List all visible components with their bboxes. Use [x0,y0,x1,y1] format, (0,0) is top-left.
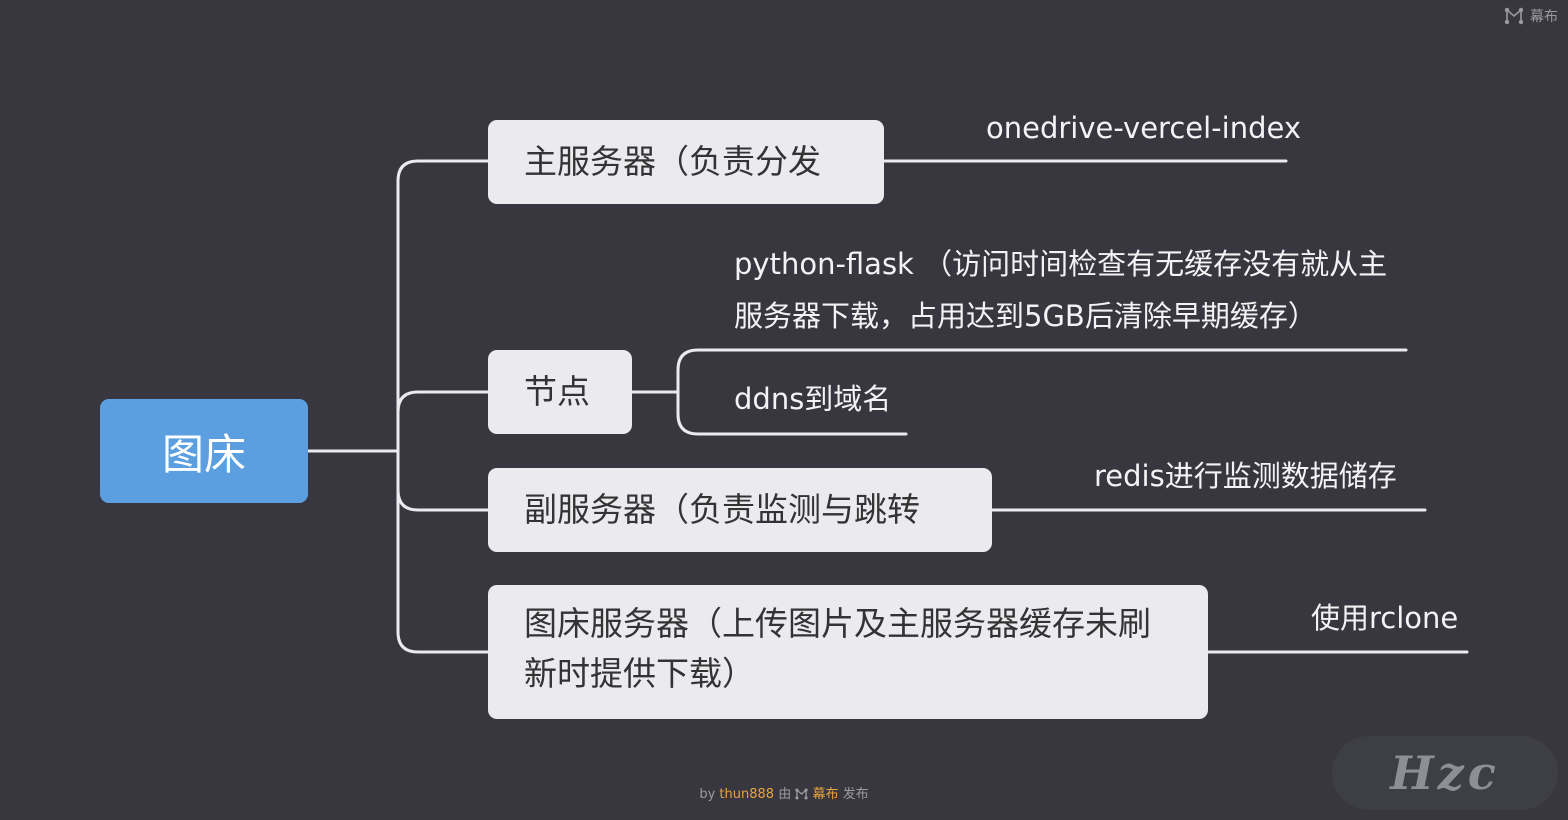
watermark-signature: Hzc [1332,736,1558,810]
footer-via: 由 [778,787,792,802]
branch-label: 节点 [524,372,590,411]
mubu-logo-icon [1504,7,1524,25]
branch-node-nodes[interactable]: 节点 [488,350,632,434]
branch-label: 图床服务器（上传图片及主服务器缓存未刷新时提供下载） [524,604,1151,693]
branch-label: 主服务器（负责分发 [524,142,821,181]
leaf-onedrive-vercel-index[interactable]: onedrive-vercel-index [986,102,1301,154]
leaf-label: redis进行监测数据储存 [1094,459,1397,493]
root-label: 图床 [161,429,246,479]
branch-node-secondary-server[interactable]: 副服务器（负责监测与跳转 [488,468,992,552]
footer-author-link[interactable]: thun888 [719,787,775,802]
brand-mark[interactable]: 幕布 [1504,6,1558,26]
watermark-text: Hzc [1390,746,1500,800]
leaf-rclone[interactable]: 使用rclone [1311,592,1458,644]
footer-mubu-icon [795,788,808,804]
leaf-label: 使用rclone [1311,601,1459,635]
leaf-ddns[interactable]: ddns到域名 [734,373,891,425]
leaf-python-flask[interactable]: python-flask （访问时间检查有无缓存没有就从主服务器下载，占用达到5… [734,238,1398,342]
leaf-label: onedrive-vercel-index [986,111,1301,145]
footer-credit: by thun888 由 幕布 发布 [0,783,1568,804]
branch-node-image-server[interactable]: 图床服务器（上传图片及主服务器缓存未刷新时提供下载） [488,585,1208,719]
branch-node-main-server[interactable]: 主服务器（负责分发 [488,120,884,204]
root-node[interactable]: 图床 [100,399,308,503]
footer-platform-link[interactable]: 幕布 [812,787,839,802]
branch-label: 副服务器（负责监测与跳转 [524,490,920,529]
leaf-redis[interactable]: redis进行监测数据储存 [1094,450,1397,502]
leaf-label: python-flask （访问时间检查有无缓存没有就从主服务器下载，占用达到5… [734,247,1388,333]
leaf-label: ddns到域名 [734,382,892,416]
footer-by: by [699,787,716,802]
brand-name: 幕布 [1530,9,1558,25]
footer-publish: 发布 [842,787,869,802]
